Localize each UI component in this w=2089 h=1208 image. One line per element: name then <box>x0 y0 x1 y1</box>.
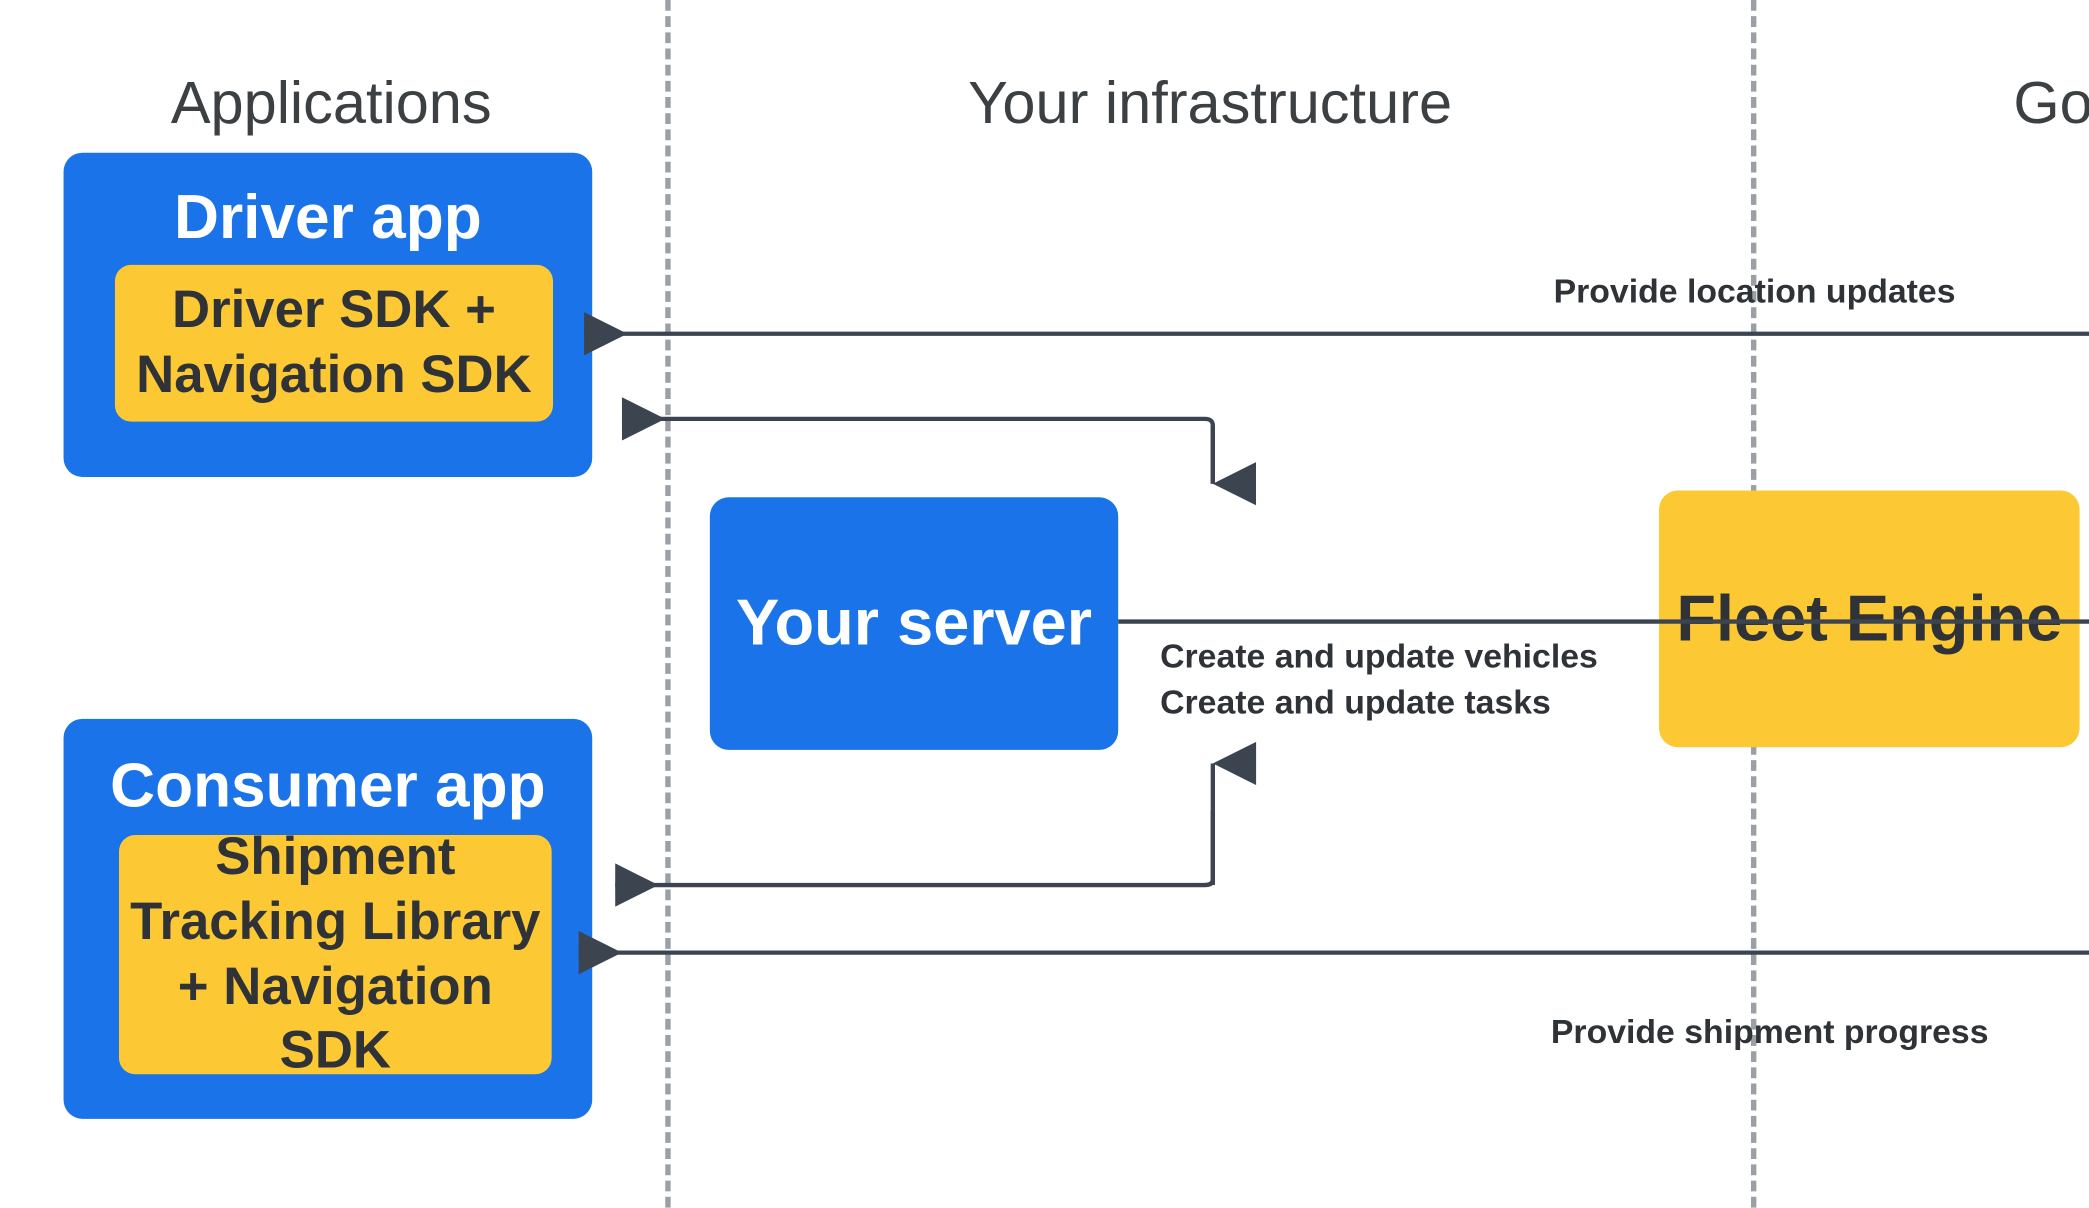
node-fleet-engine[interactable]: Fleet Engine <box>1659 490 2080 748</box>
node-consumer-sdk[interactable]: Shipment Tracking Library + Navigation S… <box>118 829 552 1080</box>
edge-fleet-engine-to-driver-sdk <box>584 312 2089 356</box>
edge-label-provide-shipment-progress: Provide shipment progress <box>1550 1013 1989 1052</box>
edge-your-server-to-consumer-app <box>615 810 1216 907</box>
node-your-server[interactable]: Your server <box>709 497 1119 750</box>
driver-sdk-label: Driver SDK + Navigation SDK <box>136 281 532 405</box>
column-heading-google-infrastructure: Google infrastructure <box>2013 70 2089 137</box>
column-heading-applications: Applications <box>170 70 492 137</box>
node-driver-sdk[interactable]: Driver SDK + Navigation SDK <box>114 264 554 422</box>
your-server-label: Your server <box>736 587 1092 660</box>
column-heading-your-infrastructure: Your infrastructure <box>968 70 1453 137</box>
column-divider-left <box>665 0 671 1208</box>
consumer-app-title: Consumer app <box>110 749 546 821</box>
fleet-engine-label: Fleet Engine <box>1676 583 2063 655</box>
edge-your-server-to-driver-app <box>621 397 1216 484</box>
edge-fleet-engine-to-consumer-sdk <box>578 930 2089 975</box>
edge-label-provide-location-updates: Provide location updates <box>1553 272 1956 311</box>
edge-label-create-and-update: Create and update vehicles Create and up… <box>1160 637 1598 722</box>
driver-app-title: Driver app <box>174 181 482 252</box>
consumer-sdk-label: Shipment Tracking Library + Navigation S… <box>130 828 541 1080</box>
